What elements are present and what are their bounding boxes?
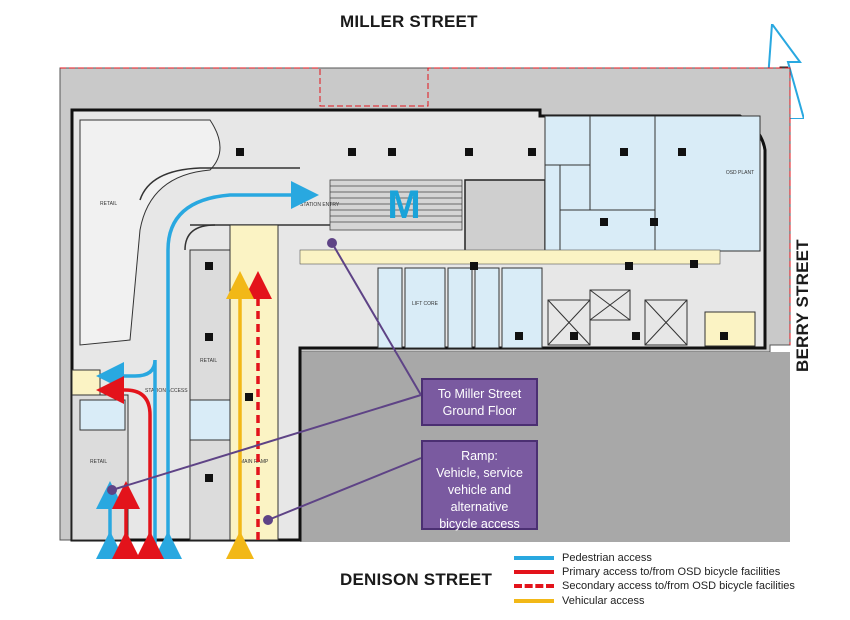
legend-swatch-primary [514, 570, 554, 574]
retail-label-mid: RETAIL [200, 358, 217, 364]
void-boxes [547, 289, 688, 346]
legend-item-secondary: Secondary access to/from OSD bicycle fac… [514, 580, 795, 592]
callout-ramp-line3: vehicle and [447, 483, 512, 497]
stair-east [704, 311, 756, 347]
leader-dot-2 [107, 485, 117, 495]
metro-logo-icon: M [387, 183, 420, 227]
osd-plant-area [544, 115, 761, 252]
legend-item-vehicular: Vehicular access [514, 595, 645, 607]
station-entry-label: STATION ENTRY [300, 202, 340, 208]
service-corridor [299, 249, 721, 265]
legend-label-secondary: Secondary access to/from OSD bicycle fac… [562, 580, 795, 592]
callout-ramp: Ramp: Vehicle, service vehicle and alter… [421, 440, 538, 531]
legend-label-primary: Primary access to/from OSD bicycle facil… [562, 566, 781, 578]
callout-ramp-line1: Ramp: [461, 449, 498, 463]
callout-ramp-line2: Vehicle, service [436, 466, 523, 480]
main-ramp-label: MAIN RAMP [240, 459, 269, 465]
escalators [329, 179, 463, 231]
callout-ramp-line4: alternative [450, 500, 509, 514]
main-ramp [229, 224, 279, 541]
retail-label-nw: RETAIL [100, 201, 117, 207]
lift-core-label: LIFT CORE [412, 301, 439, 307]
retail-label-sw: RETAIL [90, 459, 107, 465]
legend-label-pedestrian: Pedestrian access [562, 552, 652, 564]
street-label-south: DENISON STREET [340, 570, 493, 589]
legend-label-vehicular: Vehicular access [562, 595, 645, 607]
osd-plant-sw [79, 399, 126, 431]
site-boundary [60, 67, 791, 345]
callout-leaders [111, 242, 422, 521]
legend-swatch-vehicular [514, 599, 554, 603]
primary-bicycle-route [96, 376, 164, 559]
callout-miller-line1: To Miller Street [437, 387, 522, 401]
callout-ramp-line5: bicycle access [439, 517, 520, 531]
retail-zone-nw [79, 119, 221, 346]
leader-dot-3 [263, 515, 273, 525]
forecourt-area [300, 352, 790, 542]
stair-west [71, 369, 101, 396]
callout-miller-line2: Ground Floor [442, 404, 517, 418]
retail-column [189, 249, 231, 541]
legend-swatch-secondary [514, 584, 554, 588]
osd-plant-mid [189, 399, 231, 441]
leader-dot-1 [327, 238, 337, 248]
legend-swatch-pedestrian [514, 556, 554, 560]
legend-item-primary: Primary access to/from OSD bicycle facil… [514, 566, 780, 578]
legend-item-pedestrian: Pedestrian access [514, 552, 652, 564]
osd-plant-label: OSD PLANT [726, 170, 754, 176]
callout-miller-street: To Miller Street Ground Floor [421, 378, 538, 426]
street-label-north: MILLER STREET [340, 12, 478, 31]
core-block [464, 179, 546, 255]
